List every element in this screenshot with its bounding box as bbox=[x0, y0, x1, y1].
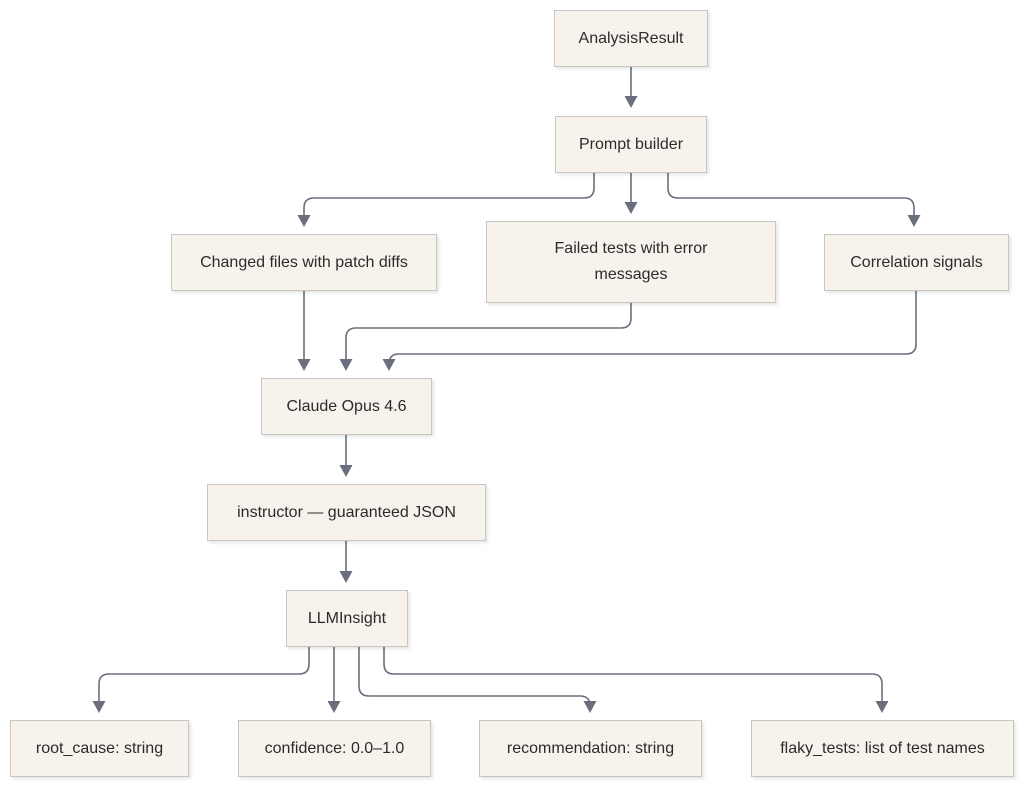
edge-prompt-to-correlation bbox=[667, 173, 915, 216]
node-prompt-builder: Prompt builder bbox=[555, 116, 707, 173]
edge-prompt-to-changed bbox=[303, 173, 595, 216]
node-instructor: instructor — guaranteed JSON bbox=[207, 484, 486, 541]
node-analysis-result: AnalysisResult bbox=[554, 10, 708, 67]
node-failed-tests: Failed tests with error messages bbox=[486, 221, 776, 303]
node-changed-files: Changed files with patch diffs bbox=[171, 234, 437, 291]
edge-failed-to-claude bbox=[345, 303, 632, 360]
node-recommendation: recommendation: string bbox=[479, 720, 702, 777]
edge-llm-to-root-cause-arrowhead bbox=[92, 701, 106, 713]
edge-llm-to-flaky-tests bbox=[383, 647, 883, 702]
edge-correlation-to-claude-arrowhead bbox=[382, 359, 396, 371]
edge-analysis-to-prompt-arrowhead bbox=[624, 96, 638, 108]
edge-instructor-to-llm-arrowhead bbox=[339, 571, 353, 583]
edge-llm-to-root-cause bbox=[98, 647, 310, 702]
node-llm-insight: LLMInsight bbox=[286, 590, 408, 647]
edge-prompt-to-correlation-arrowhead bbox=[907, 215, 921, 227]
edge-prompt-to-changed-arrowhead bbox=[297, 215, 311, 227]
node-claude-opus: Claude Opus 4.6 bbox=[261, 378, 432, 435]
edge-llm-to-recommendation bbox=[358, 647, 591, 707]
node-correlation-signals: Correlation signals bbox=[824, 234, 1009, 291]
node-confidence: confidence: 0.0–1.0 bbox=[238, 720, 431, 777]
edge-failed-to-claude-arrowhead bbox=[339, 359, 353, 371]
node-root-cause: root_cause: string bbox=[10, 720, 189, 777]
node-flaky-tests: flaky_tests: list of test names bbox=[751, 720, 1014, 777]
edge-llm-to-recommendation-arrowhead bbox=[583, 701, 597, 713]
edge-llm-to-flaky-tests-arrowhead bbox=[875, 701, 889, 713]
edge-changed-to-claude-arrowhead bbox=[297, 359, 311, 371]
edge-llm-to-confidence-arrowhead bbox=[327, 701, 341, 713]
edge-prompt-to-failed-arrowhead bbox=[624, 202, 638, 214]
edge-claude-to-instructor-arrowhead bbox=[339, 465, 353, 477]
